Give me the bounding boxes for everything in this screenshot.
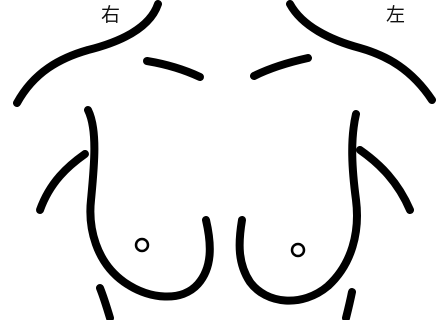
left-clavicle-line — [254, 58, 308, 76]
left-side-label: 左 — [386, 4, 405, 26]
right-shoulder-line — [17, 4, 158, 103]
left-torso-side-line — [346, 292, 352, 318]
right-side-label: 右 — [101, 4, 120, 26]
left-breast-outline — [240, 114, 357, 301]
right-axilla-line — [40, 154, 85, 210]
left-nipple-circle — [292, 244, 304, 256]
left-axilla-line — [360, 150, 410, 210]
right-clavicle-line — [147, 61, 200, 77]
right-breast-outline — [88, 110, 210, 297]
right-nipple-circle — [136, 239, 148, 251]
right-torso-side-line — [100, 288, 110, 318]
left-shoulder-line — [290, 4, 432, 100]
